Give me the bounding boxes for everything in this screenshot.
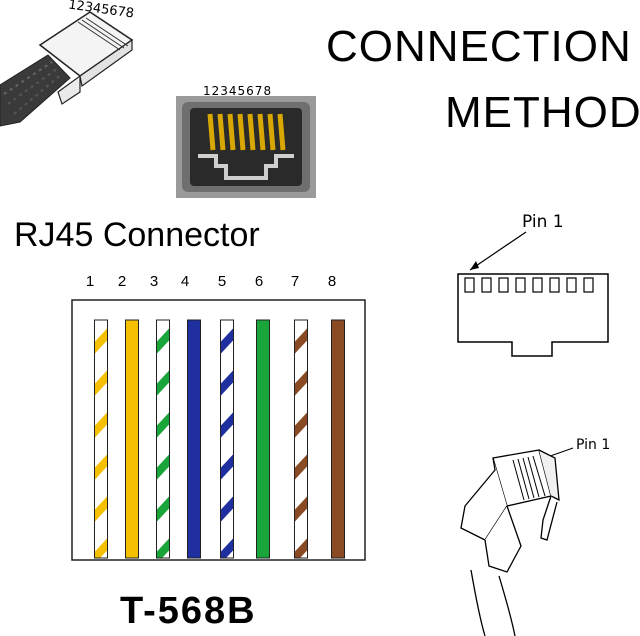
- t568b-wiring-diagram: [71, 299, 366, 561]
- rj45-jack-illustration: [176, 96, 316, 198]
- jack-pin-label: 12345678: [203, 84, 273, 98]
- standard-label: T-568B: [120, 590, 257, 632]
- title-line-2: METHOD: [445, 88, 640, 137]
- jack-contact: [257, 113, 266, 151]
- pin-number: 4: [180, 273, 190, 290]
- pin-number: 2: [117, 273, 127, 290]
- jack-contact: [227, 113, 236, 151]
- pin-number: 1: [85, 273, 95, 290]
- wire-3: [156, 319, 170, 559]
- pin-number: 5: [217, 273, 227, 290]
- jack-contact: [207, 113, 216, 151]
- pin-number: 8: [327, 273, 337, 290]
- plug-sketch: [460, 447, 574, 636]
- pin-number: 6: [254, 273, 264, 290]
- pin-number: 3: [149, 273, 159, 290]
- pin-number: 7: [290, 273, 300, 290]
- jack-contact: [267, 113, 276, 151]
- wire-5: [220, 319, 234, 559]
- rj45-plug-illustration: [0, 11, 134, 127]
- wire-8: [331, 319, 345, 559]
- jack-contact: [217, 113, 226, 151]
- wire-2: [125, 319, 139, 559]
- wire-1: [94, 319, 108, 559]
- title-line-1: CONNECTION: [326, 22, 632, 71]
- connector-front-view: [457, 231, 609, 357]
- pin1-label: Pin 1: [522, 212, 564, 232]
- wire-6: [256, 319, 270, 559]
- wire-4: [187, 319, 201, 559]
- pin1-label: Pin 1: [576, 437, 611, 453]
- jack-contact: [277, 113, 286, 151]
- jack-contact: [247, 113, 256, 151]
- wire-7: [294, 319, 308, 559]
- jack-contact: [237, 113, 246, 151]
- connector-label: RJ45 Connector: [14, 216, 260, 254]
